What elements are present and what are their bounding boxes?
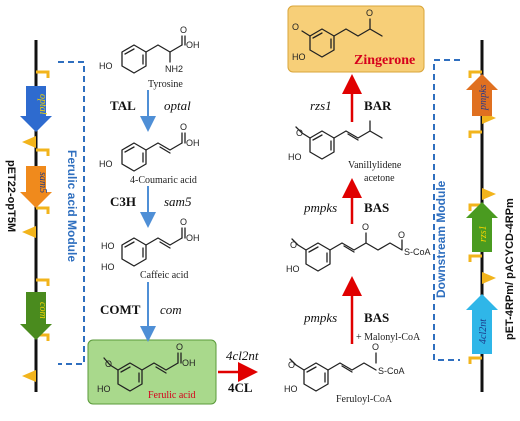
feruloyl-o-methoxy: O: [288, 360, 295, 370]
right-plasmid-name: pET-4RPm/ pACYCD-4RPm: [504, 198, 516, 340]
feruloyl-coa-structure: HO O O S-CoA Feruloyl-CoA: [284, 342, 405, 405]
vanillylidene-label-1: Vanillylidene: [348, 160, 402, 171]
ferulic-label: Ferulic acid: [148, 390, 195, 401]
malonyl-coa-label: + Malonyl-CoA: [356, 332, 421, 343]
zingerone-o: O: [366, 8, 373, 18]
diketide-o-2: O: [398, 230, 405, 240]
gene-4cl: 4cl2nt: [226, 348, 259, 363]
enzyme-comt: COMT: [100, 302, 141, 317]
zingerone-o-methoxy: O: [292, 22, 299, 32]
feruloyl-o: O: [372, 342, 379, 352]
tyrosine-oh: OH: [186, 40, 200, 50]
gene-label-pmpks: pmpks: [478, 84, 489, 111]
coumaric-o: O: [180, 122, 187, 132]
gene-sam5-arrow: sam5: [20, 166, 52, 208]
diketide-o-1: O: [362, 222, 369, 232]
right-module-bracket: [433, 59, 460, 361]
caffeic-structure: HO HO OH O Caffeic acid: [101, 217, 200, 281]
diketide-scoa: S-CoA: [404, 247, 431, 257]
diketide-ho: HO: [286, 264, 300, 274]
coumaric-ho: HO: [99, 159, 113, 169]
enzyme-bas-2: BAS: [364, 310, 389, 325]
right-module-label: Downstream Module: [434, 180, 448, 298]
gene-label-sam5: sam5: [37, 172, 48, 193]
gene-bar: rzs1: [310, 98, 332, 113]
gene-comt: com: [160, 302, 182, 317]
enzyme-4cl: 4CL: [228, 380, 253, 395]
zingerone-ho: HO: [292, 52, 306, 62]
gene-c3h: sam5: [164, 194, 192, 209]
gene-label-optal: optal: [37, 94, 48, 115]
vanillylidene-label-2: acetone: [364, 173, 395, 184]
tyrosine-ho: HO: [99, 61, 113, 71]
right-plasmid: pmpks rzs1 4cl2nt pET-4RPm/ pACYCD-4RPm …: [433, 40, 516, 392]
tyrosine-label: Tyrosine: [148, 79, 183, 90]
left-module-bracket: [58, 61, 85, 365]
tyrosine-structure: HO NH2 OH O Tyrosine: [99, 25, 200, 90]
left-plasmid: optal sam5 com pET22-opT5M Ferulic acid …: [5, 40, 85, 392]
enzyme-c3h: C3H: [110, 194, 136, 209]
gene-bas-1: pmpks: [303, 200, 337, 215]
enzyme-bas-1: BAS: [364, 200, 389, 215]
diketide-coa-structure: HO O O O S-CoA: [286, 222, 431, 274]
coumaric-oh: OH: [186, 138, 200, 148]
right-promoters: [482, 112, 496, 284]
coumaric-label: 4-Coumaric acid: [130, 175, 197, 186]
left-promoters: [22, 136, 36, 382]
vanillylidene-ho: HO: [288, 152, 302, 162]
ferulic-acid-box: HO O OH O Ferulic acid: [87, 339, 217, 405]
gene-bas-2: pmpks: [303, 310, 337, 325]
gene-com-arrow: com: [20, 292, 52, 340]
diketide-o-methoxy: O: [290, 240, 297, 250]
caffeic-o: O: [180, 217, 187, 227]
vanillylidene-structure: HO O Vanillylidene acetone: [288, 120, 402, 184]
enzyme-bar: BAR: [364, 98, 392, 113]
gene-rzs1-arrow: rzs1: [466, 202, 498, 252]
ferulic-oh: OH: [182, 358, 196, 368]
zingerone-box: HO O O Zingerone: [287, 5, 425, 73]
ferulic-o: O: [176, 342, 183, 352]
gene-label-com: com: [37, 302, 48, 319]
feruloyl-scoa: S-CoA: [378, 366, 405, 376]
feruloyl-ho: HO: [284, 384, 298, 394]
caffeic-label: Caffeic acid: [140, 270, 188, 281]
vanillylidene-o-methoxy: O: [296, 128, 303, 138]
ferulic-ho: HO: [97, 384, 111, 394]
ferulic-o-methoxy: O: [105, 359, 112, 369]
caffeic-ho-1: HO: [101, 241, 115, 251]
gene-label-4cl2nt: 4cl2nt: [478, 319, 489, 344]
caffeic-oh: OH: [186, 233, 200, 243]
gene-pmpks-arrow: pmpks: [466, 74, 498, 116]
gene-tal: optal: [164, 98, 191, 113]
tyrosine-o: O: [180, 25, 187, 35]
gene-optal-arrow: optal: [20, 86, 52, 132]
enzyme-tal: TAL: [110, 98, 136, 113]
coumaric-structure: HO OH O 4-Coumaric acid: [99, 122, 200, 186]
zingerone-label: Zingerone: [354, 53, 415, 68]
caffeic-ho-2: HO: [101, 262, 115, 272]
gene-label-rzs1: rzs1: [478, 225, 489, 242]
left-plasmid-name: pET22-opT5M: [5, 160, 17, 232]
left-module-label: Ferulic acid Module: [65, 150, 79, 262]
gene-4cl2nt-arrow: 4cl2nt: [466, 294, 498, 354]
tyrosine-nh2: NH2: [165, 64, 183, 74]
right-terminators: [468, 70, 482, 364]
feruloyl-label: Feruloyl-CoA: [336, 394, 393, 405]
